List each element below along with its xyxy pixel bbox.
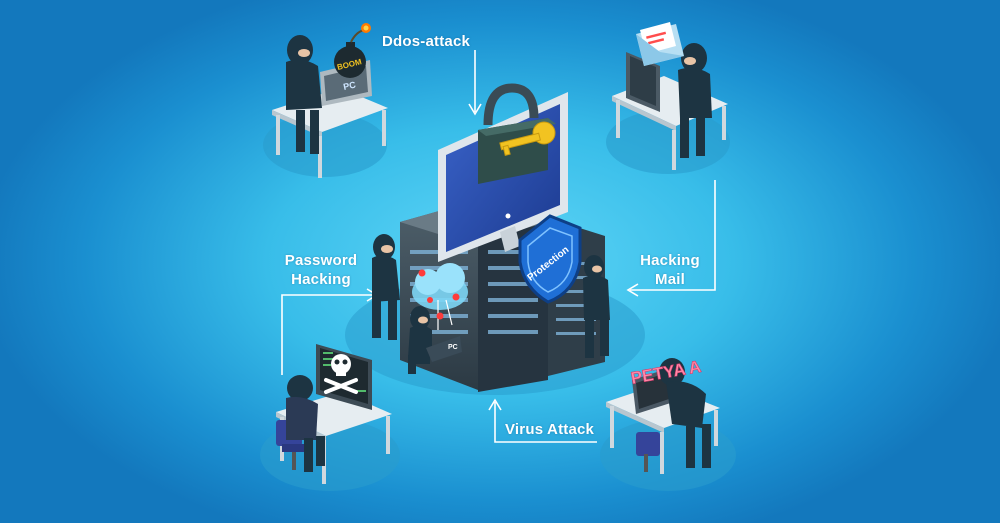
bomb-icon: BOOM — [334, 23, 371, 78]
label-password-line2: Hacking — [291, 271, 351, 288]
label-ddos-text: Ddos-attack — [382, 33, 471, 50]
key-icon — [499, 121, 556, 156]
cloud-icon — [412, 263, 468, 330]
ddos-workstation — [263, 35, 388, 178]
connector-hacking-mail — [626, 180, 716, 297]
padlock-icon — [478, 83, 556, 184]
ransomware-workstation — [600, 358, 736, 491]
hacker-center-kneeling — [408, 306, 462, 374]
label-hacking-mail-line2: Mail — [655, 271, 685, 288]
label-virus-attack: Virus Attack — [505, 420, 594, 439]
label-password-hacking: Password Hacking — [281, 251, 361, 289]
connector-virus — [488, 398, 597, 443]
mail-workstation — [606, 43, 730, 174]
connector-ddos — [468, 50, 482, 116]
skull-crossbones-icon — [324, 354, 358, 394]
laptop-brand-small: PC — [448, 344, 458, 351]
label-password-line1: Password — [284, 252, 358, 269]
label-virus-text: Virus Attack — [505, 421, 595, 438]
label-hacking-mail-line1: Hacking — [640, 252, 700, 269]
laptop-brand: PC — [342, 79, 357, 91]
hacker-right-standing — [583, 255, 610, 358]
bug-icon — [418, 269, 460, 320]
label-hacking-mail: Hacking Mail — [636, 251, 704, 289]
hacker-left-standing — [372, 234, 400, 340]
label-ddos-attack: Ddos-attack — [382, 32, 470, 51]
shield-icon: Protection — [518, 214, 582, 304]
mail-envelope-icon — [636, 22, 684, 66]
